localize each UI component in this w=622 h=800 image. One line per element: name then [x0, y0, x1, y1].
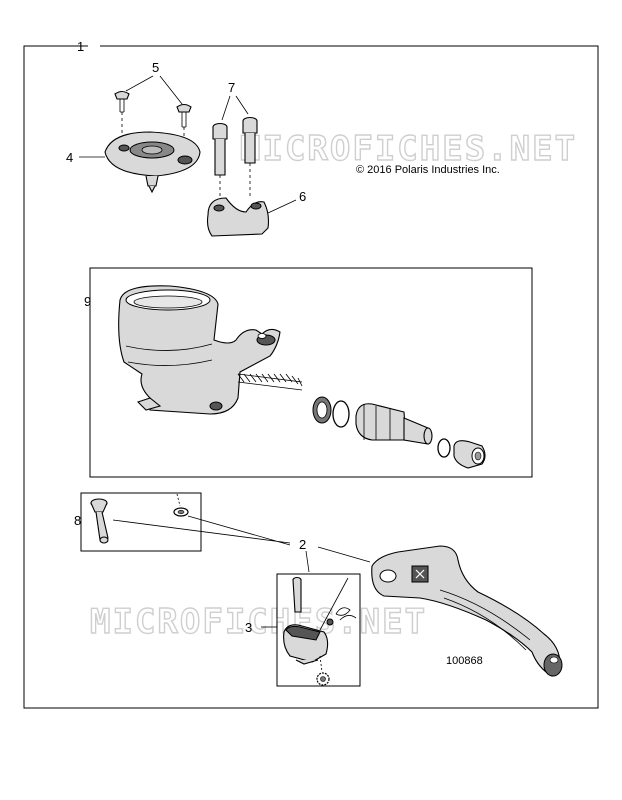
spring-clip-icon	[326, 607, 357, 626]
callout-2: 2	[299, 537, 306, 552]
callout-9: 9	[84, 294, 91, 309]
seal-ring-icon	[312, 396, 350, 428]
master-cylinder-body-icon	[118, 285, 281, 415]
switch-pin-icon	[292, 576, 302, 613]
watermark-top: MICROFICHES.NET	[240, 129, 577, 169]
retaining-clip-icon	[173, 507, 189, 517]
outer-frame	[23, 45, 599, 709]
spring-icon	[237, 373, 303, 391]
clamp-icon	[206, 197, 270, 237]
screw-left-icon	[114, 90, 130, 113]
switch-rod	[319, 577, 349, 631]
callout-8: 8	[74, 513, 81, 528]
screw-right-icon	[176, 103, 192, 128]
end-cap-icon	[453, 440, 486, 469]
watermark-bottom: MICROFICHES.NET	[90, 602, 427, 642]
switch-kit-box	[276, 573, 361, 687]
dash-7	[219, 163, 251, 200]
pivot-pin-icon	[90, 498, 109, 544]
callout-1: 1	[77, 39, 84, 54]
bolt-left-icon	[212, 122, 228, 176]
callout-6: 6	[299, 189, 306, 204]
pin-kit-box	[80, 492, 202, 552]
copyright-text: © 2016 Polaris Industries Inc.	[356, 164, 500, 176]
bolt-right-icon	[242, 116, 258, 164]
reservoir-cap-icon	[104, 131, 201, 194]
brake-lever-icon	[371, 545, 563, 677]
piston-icon	[355, 403, 433, 445]
leader-5	[125, 75, 183, 105]
brake-switch-icon	[283, 624, 329, 665]
master-cylinder-box	[89, 267, 533, 478]
leader-2	[112, 515, 371, 573]
callout-3: 3	[245, 620, 252, 635]
dash-8	[176, 493, 181, 507]
star-washer-icon	[316, 672, 330, 686]
leader-6	[267, 199, 297, 214]
callout-7: 7	[228, 80, 235, 95]
callout-5: 5	[152, 60, 159, 75]
diagram-number: 100868	[446, 655, 483, 667]
washer-icon	[437, 438, 451, 458]
leader-7	[221, 95, 249, 121]
callout-4: 4	[66, 150, 73, 165]
dash-3	[319, 655, 323, 673]
